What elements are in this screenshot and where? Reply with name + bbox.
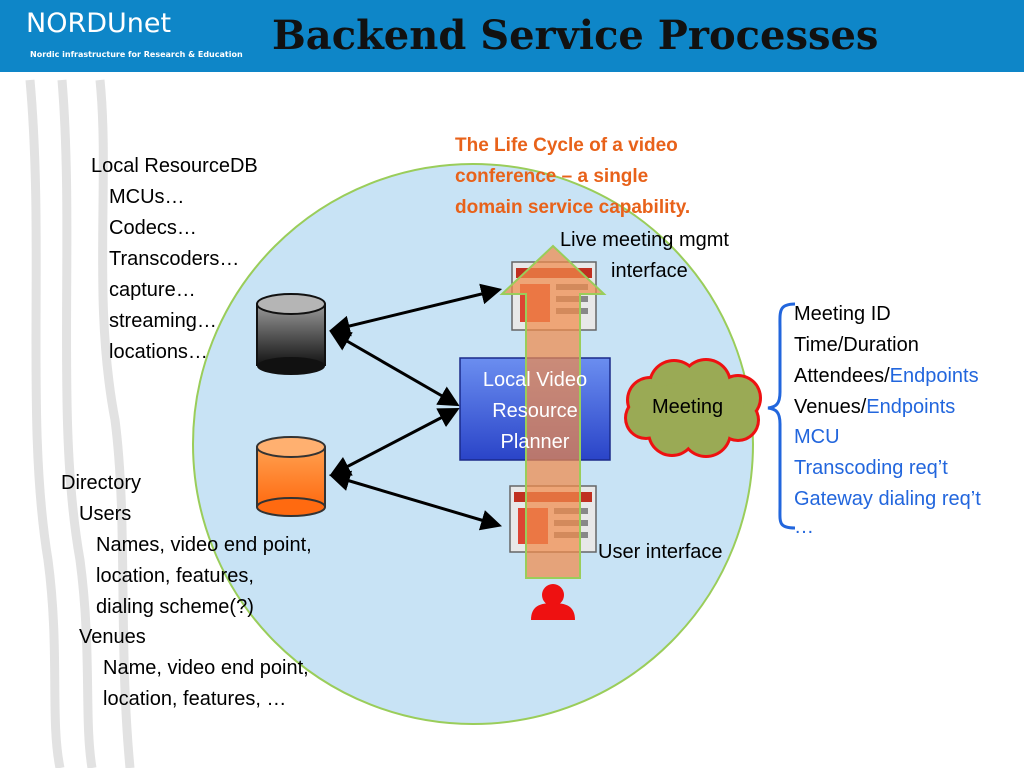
lifecycle-arrow <box>499 244 607 579</box>
connector-arrows <box>328 283 503 531</box>
resource-db-item: Codecs… <box>109 217 197 239</box>
lifecycle-caption: The Life Cycle of a video conference – a… <box>455 130 690 223</box>
arrow-directory-to-planner <box>329 408 460 476</box>
decorative-rail-lines <box>25 79 135 768</box>
header-bar: NORDUnet Nordic infrastructure for Resea… <box>0 0 1024 72</box>
planner-label: Local Video Resource Planner <box>462 365 608 458</box>
arrow-directory-to-ui <box>328 470 503 531</box>
meeting-detail-item: Meeting ID <box>794 303 891 325</box>
resource-db-item: locations… <box>109 341 208 363</box>
meeting-cloud <box>624 358 762 458</box>
directory-users-detail: dialing scheme(?) <box>96 596 254 618</box>
live-mgmt-label: Live meeting mgmt <box>560 229 729 251</box>
live-mgmt-label: interface <box>611 260 688 282</box>
resource-db-item: capture… <box>109 279 196 301</box>
meeting-detail-item: Transcoding req’t <box>794 457 948 479</box>
meeting-cloud-label: Meeting <box>652 396 724 418</box>
arrow-db-to-mgmt <box>328 283 503 337</box>
resource-db-title: Local ResourceDB <box>91 155 258 177</box>
planner-label-line: Local Video <box>482 369 588 391</box>
directory-venues-detail: location, features, … <box>103 688 287 710</box>
meeting-detail-item: Venues/Endpoints <box>794 396 956 418</box>
page-title: Backend Service Processes <box>272 12 879 59</box>
directory-users-label: Users <box>79 503 132 525</box>
directory-title: Directory <box>61 472 142 494</box>
directory-users-detail: location, features, <box>96 565 254 587</box>
arrow-db-to-planner <box>329 330 460 407</box>
resource-db-item: streaming… <box>109 310 217 332</box>
directory-venues-label: Venues <box>79 626 146 648</box>
caption-line: domain service capability. <box>455 197 691 218</box>
meeting-detail-item: … <box>794 516 814 538</box>
database-cylinder-gray-icon <box>256 293 326 375</box>
database-cylinder-orange-icon <box>256 436 326 517</box>
nordunet-logo-tagline: Nordic infrastructure for Research & Edu… <box>30 50 243 59</box>
directory-users-detail: Names, video end point, <box>96 534 312 556</box>
meeting-detail-item: MCU <box>794 426 840 448</box>
nordunet-logo-name: NORDUnet <box>26 8 172 39</box>
resource-db-item: MCUs… <box>109 186 185 208</box>
caption-line: conference – a single <box>455 166 649 187</box>
caption-line: The Life Cycle of a video <box>455 135 678 156</box>
planner-label-line: Planner <box>500 431 570 453</box>
meeting-detail-brace <box>767 302 796 530</box>
resource-db-item: Transcoders… <box>109 248 240 270</box>
meeting-detail-item: Attendees/Endpoints <box>794 365 979 387</box>
meeting-detail-item: Time/Duration <box>794 334 919 356</box>
directory-venues-detail: Name, video end point, <box>103 657 309 679</box>
user-interface-label: User interface <box>598 541 723 563</box>
planner-label-line: Resource <box>492 400 578 422</box>
user-person-icon <box>531 584 575 620</box>
meeting-detail-item: Gateway dialing req’t <box>794 488 981 510</box>
